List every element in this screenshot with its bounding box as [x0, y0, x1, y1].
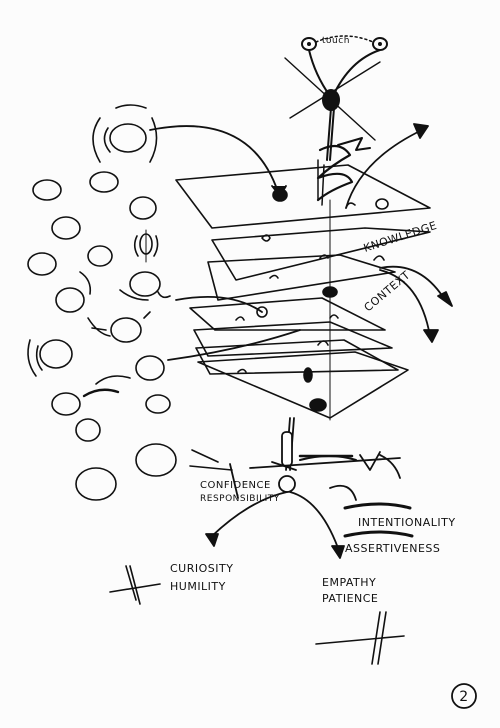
layer-4 — [189, 297, 386, 331]
assertiveness-label: ASSERTIVENESS — [345, 542, 440, 555]
ellipse-cluster — [27, 104, 233, 501]
page-number: 2 — [459, 689, 468, 705]
page-number-badge: 2 — [451, 683, 477, 709]
lower-stem — [205, 417, 401, 559]
layer-3 — [207, 254, 396, 301]
layer-1 — [175, 164, 431, 229]
cross-marks — [109, 565, 405, 665]
humility-label: HUMILITY — [170, 580, 226, 593]
intentionality-label: INTENTIONALITY — [358, 516, 456, 529]
figure-head — [284, 35, 388, 206]
patience-label: PATIENCE — [322, 592, 378, 605]
empathy-label: EMPATHY — [322, 576, 376, 589]
branch-right — [289, 491, 339, 549]
responsibility-label: RESPONSIBILITY — [200, 494, 280, 504]
curiosity-label: CURIOSITY — [170, 562, 233, 575]
knowledge-label: KNOWLEDGE — [362, 219, 439, 255]
branch-left — [211, 491, 288, 537]
confidence-label: CONFIDENCE — [200, 480, 271, 491]
connector-arrows — [149, 123, 453, 361]
layer-2 — [211, 227, 431, 281]
touch-label: touch — [322, 36, 350, 46]
layer-7 — [197, 351, 409, 419]
arrow-right-2-icon — [379, 269, 431, 337]
layer-stack — [175, 164, 431, 421]
crossed-out-words — [299, 455, 414, 538]
arrow-upper-right-icon — [345, 129, 423, 209]
arrow-right-1-icon — [379, 265, 446, 301]
